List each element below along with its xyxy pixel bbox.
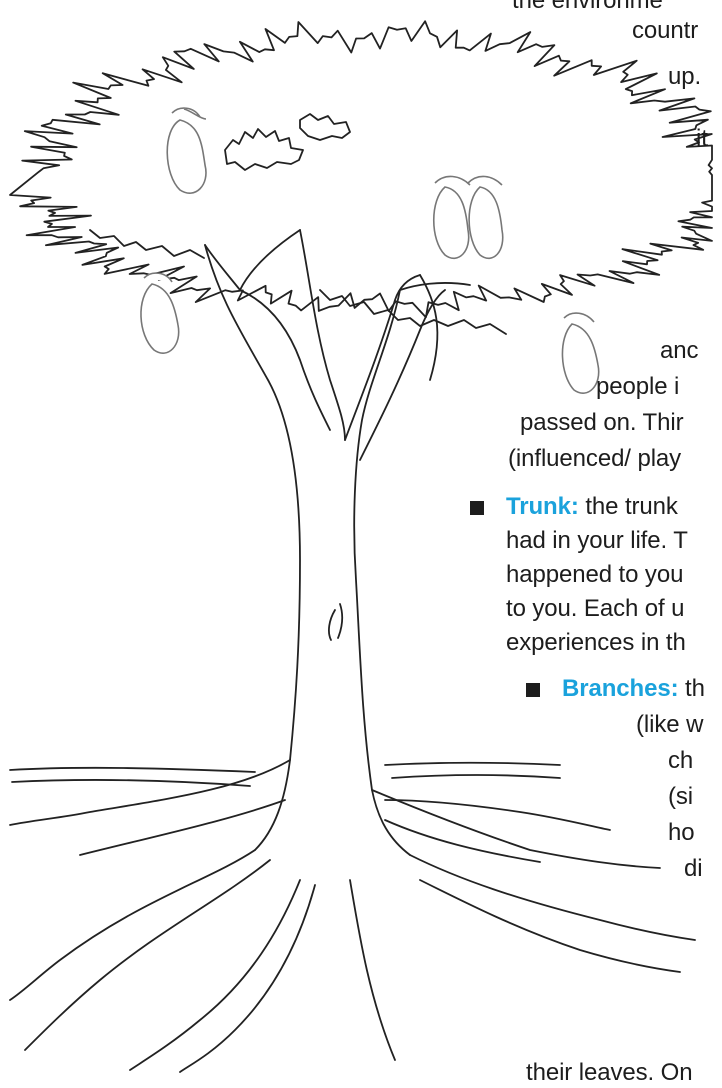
root — [385, 800, 610, 830]
text-line: the environme — [512, 0, 663, 16]
bottom-text-line: their leaves. On — [526, 1058, 692, 1088]
root — [130, 880, 300, 1070]
ground-line — [385, 763, 560, 765]
trunk-left-edge — [205, 245, 300, 850]
ground-line — [10, 768, 255, 772]
branches-text: th — [678, 675, 704, 702]
fruit-icon — [434, 176, 503, 258]
trunk-item-line: had in your life. T — [506, 526, 688, 556]
trunk-item-line: experiences in th — [506, 628, 686, 658]
root — [10, 850, 255, 1000]
branches-item-line: ho — [668, 818, 695, 848]
canopy-outline — [10, 21, 712, 317]
text-line: anc — [660, 336, 698, 366]
text-line: up. — [668, 62, 701, 92]
trunk-item-line: Trunk: the trunk — [506, 492, 678, 522]
fruit-icon — [562, 313, 598, 393]
bullet-icon — [470, 501, 484, 515]
term-branches: Branches: — [562, 675, 678, 702]
fruit-icon — [141, 273, 179, 353]
branches-item-line: di — [684, 854, 702, 884]
root — [10, 760, 290, 825]
trunk-text: the trunk — [579, 493, 678, 520]
term-trunk: Trunk: — [506, 493, 579, 520]
bullet-icon — [526, 683, 540, 697]
fruit-icon — [167, 108, 206, 193]
text-line: (influenced/ play — [508, 444, 681, 474]
trunk-knot — [329, 604, 342, 640]
trunk-item-line: to you. Each of u — [506, 594, 684, 624]
text-line: countr — [632, 16, 698, 46]
branches-item-line: (like w — [636, 710, 703, 740]
text-line: it — [696, 124, 708, 154]
foliage-clump — [225, 129, 303, 170]
foliage-clump — [300, 114, 350, 140]
text-line: passed on. Thir — [520, 408, 684, 438]
text-line: people i — [596, 372, 679, 402]
trunk-item-line: happened to you — [506, 560, 683, 590]
branches-item-line: Branches: th — [562, 674, 705, 704]
branches-item-line: ch — [668, 746, 693, 776]
branches-item-line: (si — [668, 782, 693, 812]
